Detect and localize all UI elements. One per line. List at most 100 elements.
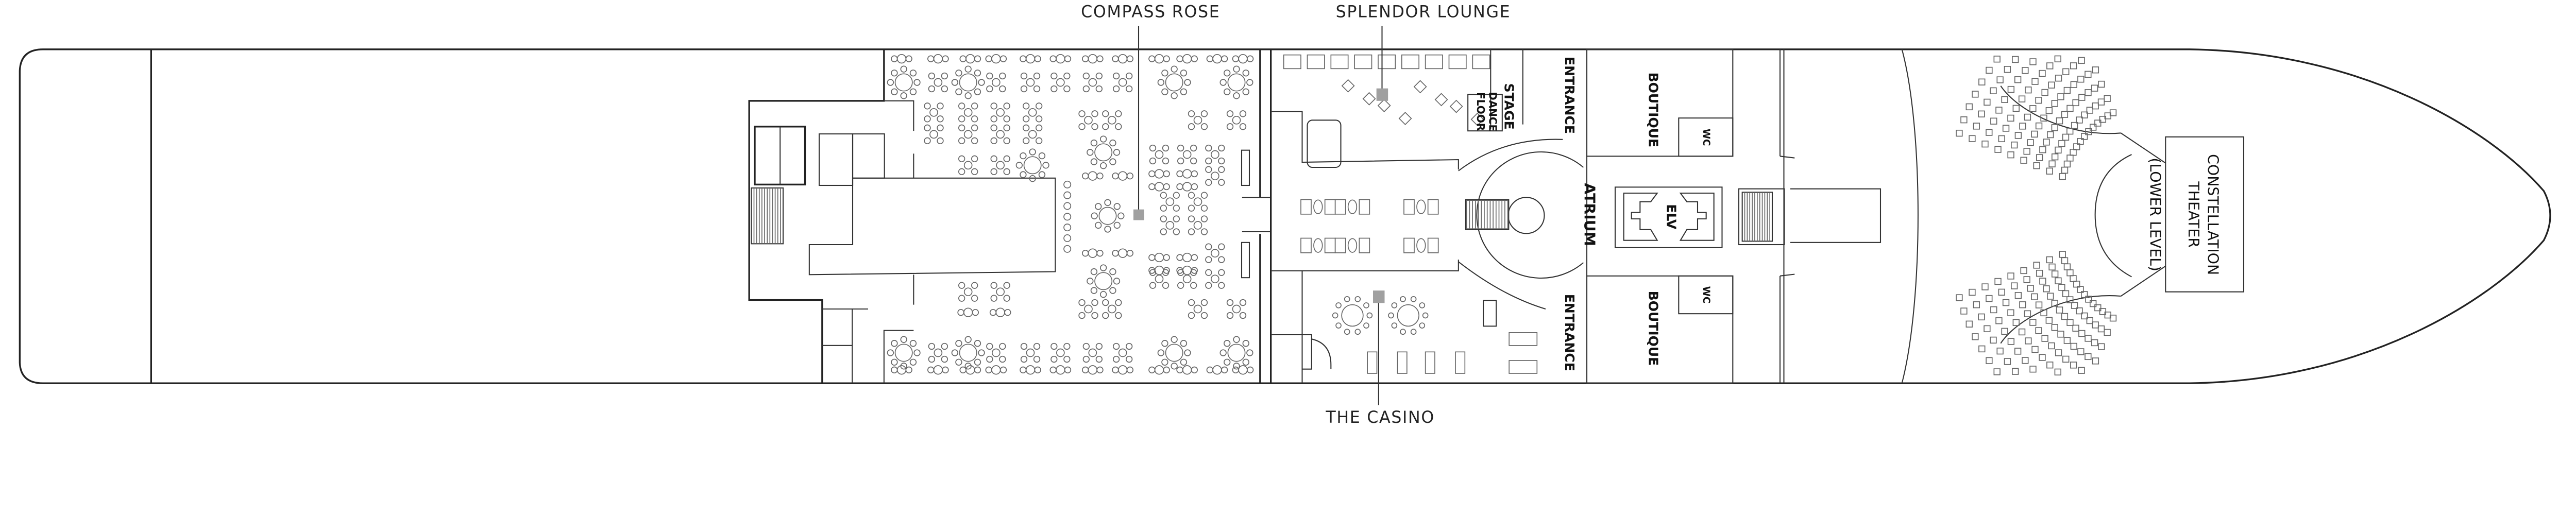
table <box>1205 166 1225 186</box>
chair <box>1226 123 1234 130</box>
theater-seat <box>2022 357 2029 364</box>
chair <box>1218 166 1225 173</box>
theater-seat <box>2039 146 2046 153</box>
table-top <box>963 130 973 139</box>
chair <box>1190 144 1197 152</box>
table-top <box>1056 348 1065 357</box>
theater-seat <box>2094 119 2102 127</box>
armchair <box>1401 54 1419 70</box>
table-top <box>1118 248 1128 258</box>
lounge-chair <box>1362 92 1376 106</box>
theater-seat <box>2090 124 2097 131</box>
boutique-block <box>1586 48 1795 384</box>
table <box>1226 299 1247 319</box>
chair <box>1113 72 1120 80</box>
theater-seat <box>1973 123 1980 130</box>
chair <box>1063 191 1072 199</box>
callout-the-casino[interactable]: THE CASINO <box>1325 290 1435 427</box>
compass-rose-restaurant <box>887 49 1271 384</box>
chair <box>1063 202 1072 210</box>
table-top <box>1193 304 1202 314</box>
gaming-table <box>1509 360 1538 374</box>
table <box>990 124 1010 144</box>
chair <box>1126 85 1133 93</box>
table <box>1176 54 1198 64</box>
chair <box>1095 342 1103 350</box>
table <box>1091 199 1125 233</box>
table-top <box>963 287 973 296</box>
theater-seat <box>2097 325 2105 333</box>
chair <box>1191 254 1198 261</box>
theater-seat <box>2043 285 2050 293</box>
table <box>1416 199 1426 214</box>
chair <box>909 340 917 347</box>
lounge-chair <box>1449 99 1463 113</box>
theater-seat <box>2051 324 2058 331</box>
armchair <box>1307 54 1325 70</box>
chair <box>1148 254 1156 261</box>
chair <box>1191 170 1198 178</box>
table-top <box>1154 252 1164 263</box>
theater-seat <box>2035 301 2043 308</box>
chair <box>1091 299 1098 306</box>
chair <box>1218 269 1225 276</box>
chair <box>913 79 921 86</box>
theater-seat <box>2081 291 2088 298</box>
armchair <box>1283 54 1301 70</box>
chair <box>957 308 964 316</box>
theater-seat <box>2029 319 2037 326</box>
theater-seat <box>1995 317 2003 324</box>
chair <box>1233 336 1240 343</box>
chair <box>951 349 959 356</box>
hull-outline <box>19 48 2551 384</box>
table <box>924 102 944 123</box>
chair <box>1090 268 1098 276</box>
theater-seat <box>2004 358 2011 365</box>
chair <box>1029 148 1036 156</box>
chair <box>1082 72 1090 80</box>
restaurant-tables <box>887 54 1254 375</box>
table-top <box>992 78 1001 87</box>
chair <box>1063 213 1072 221</box>
callout-splendor-lounge[interactable]: SPLENDOR LOUNGE <box>1336 3 1511 101</box>
chair <box>1020 355 1028 363</box>
chair <box>1184 79 1191 86</box>
table <box>1232 365 1254 375</box>
table <box>1049 365 1072 375</box>
callout-compass-rose[interactable]: COMPASS ROSE <box>1081 3 1220 220</box>
theater-seat <box>2007 85 2015 93</box>
chair <box>1226 299 1234 306</box>
chair <box>1160 228 1167 235</box>
chair <box>999 366 1007 373</box>
table <box>957 307 979 317</box>
theater-seat <box>2097 98 2105 106</box>
chair <box>1162 269 1170 276</box>
stool <box>1335 322 1342 329</box>
theater-seat <box>2033 162 2040 169</box>
theater-seat <box>2051 153 2059 161</box>
chair <box>971 137 978 144</box>
chair <box>1200 110 1208 117</box>
chair <box>1113 221 1121 229</box>
table <box>891 365 912 375</box>
stool <box>1419 302 1426 308</box>
table-top <box>996 287 1005 296</box>
chair <box>1246 79 1253 86</box>
table-top <box>933 54 943 64</box>
chair <box>1115 123 1122 130</box>
table-top <box>1088 365 1098 375</box>
chair <box>1102 110 1109 117</box>
chair <box>1218 157 1225 165</box>
table <box>959 54 981 64</box>
table <box>1188 299 1208 319</box>
table-top <box>1182 252 1192 263</box>
table-top <box>1165 197 1175 206</box>
chair <box>1191 183 1198 191</box>
theater-seat <box>2109 109 2117 116</box>
chair <box>1034 55 1041 62</box>
theater-seat <box>2031 293 2038 300</box>
chair <box>1015 162 1023 169</box>
chair <box>1359 199 1370 215</box>
theater-seat <box>1993 56 2001 63</box>
table-top <box>1165 344 1183 362</box>
